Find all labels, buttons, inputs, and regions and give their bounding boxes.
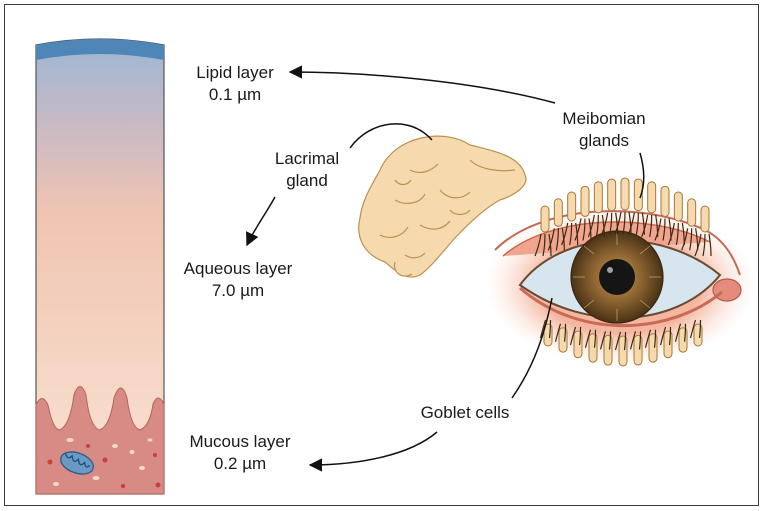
aqueous-arrow <box>247 197 275 245</box>
mucous-arrow <box>310 432 437 465</box>
lipid-layer-label: Lipid layer 0.1 µm <box>180 62 290 106</box>
mucous-layer-name: Mucous layer <box>176 431 304 453</box>
meibomian-gland <box>594 182 602 213</box>
meibomian-gland <box>674 192 682 221</box>
lipid-arrow <box>290 72 555 103</box>
aqueous-layer-thickness: 7.0 µm <box>172 280 304 302</box>
meibomian-glands-label: Meibomian glands <box>550 108 658 152</box>
goblet-cells-label: Goblet cells <box>395 402 535 424</box>
mucous-layer-label: Mucous layer 0.2 µm <box>176 431 304 475</box>
meibomian-gland <box>688 199 696 227</box>
lacrimal-gland-line1: Lacrimal <box>262 148 352 170</box>
meibomian-gland <box>554 199 562 227</box>
meibomian-gland <box>661 186 669 216</box>
aqueous-layer-name: Aqueous layer <box>172 258 304 280</box>
pupil <box>599 259 635 295</box>
mucous-layer-thickness: 0.2 µm <box>176 453 304 475</box>
meibomian-gland <box>541 206 549 232</box>
meibomian-gland <box>568 192 576 221</box>
meibomian-line2: glands <box>550 130 658 152</box>
meibomian-gland <box>608 179 616 211</box>
tear-film-column <box>36 39 164 494</box>
aqueous-layer-label: Aqueous layer 7.0 µm <box>172 258 304 302</box>
meibomian-gland <box>621 178 629 210</box>
lacrimal-gland-label: Lacrimal gland <box>262 148 352 192</box>
lacrimal-gland-line2: gland <box>262 170 352 192</box>
meibomian-line1: Meibomian <box>550 108 658 130</box>
lipid-layer-thickness: 0.1 µm <box>180 84 290 106</box>
meibomian-gland <box>701 206 709 232</box>
lipid-layer-name: Lipid layer <box>180 62 290 84</box>
meibomian-gland <box>648 182 656 213</box>
meibomian-gland <box>581 186 589 216</box>
goblet-cells-text: Goblet cells <box>395 402 535 424</box>
